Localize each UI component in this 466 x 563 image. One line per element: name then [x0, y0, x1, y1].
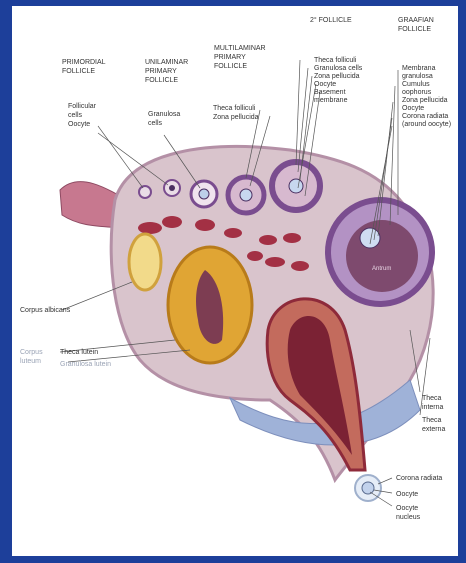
- label-secondary-item-3: Zona pellucida: [314, 73, 360, 80]
- label-zona-pellucida-multi: Zona pellucida: [213, 114, 259, 121]
- label-secondary-item-5: Basement: [314, 89, 346, 96]
- label-secondary-item-1: Theca folliculi: [314, 57, 357, 64]
- label-unilaminar-3: FOLLICLE: [145, 77, 178, 84]
- label-secondary-item-2: Granulosa cells: [314, 65, 363, 72]
- label-unilaminar-1: UNILAMINAR: [145, 59, 188, 66]
- label-granulosa-cells-2: cells: [148, 120, 163, 127]
- label-corpus-luteum-1: Corpus: [20, 349, 43, 356]
- label-graafian-item-5: Zona pellucida: [402, 97, 448, 104]
- ovulated-oocyte: [362, 482, 374, 494]
- label-theca-folliculi-multi: Theca folliculi: [213, 105, 256, 112]
- primordial-oocyte: [169, 185, 175, 191]
- label-graafian-item-6: Oocyte: [402, 105, 424, 112]
- label-corpus-albicans: Corpus albicans: [20, 307, 71, 314]
- label-graafian-item-8: (around oocyte): [402, 121, 451, 128]
- label-follicular-cells-1: Follicular: [68, 103, 97, 110]
- multilaminar-oocyte: [240, 189, 252, 201]
- label-unilaminar-2: PRIMARY: [145, 68, 177, 75]
- label-antrum: Antrum: [372, 266, 391, 272]
- label-secondary-item-6: membrane: [314, 97, 348, 104]
- label-multilaminar-1: MULTILAMINAR: [214, 45, 266, 52]
- label-primordial-2: FOLLICLE: [62, 68, 95, 75]
- label-graafian-item-1: Membrana: [402, 65, 436, 72]
- corpus-albicans: [129, 234, 161, 290]
- label-primordial-1: PRIMORDIAL: [62, 59, 106, 66]
- label-graafian-item-7: Corona radiata: [402, 113, 448, 120]
- label-theca-lutein: Theca lutein: [60, 349, 98, 356]
- graafian-antrum: [346, 220, 418, 292]
- label-secondary: 2° FOLLICLE: [310, 16, 352, 24]
- label-graafian-item-3: Cumulus: [402, 81, 430, 88]
- label-oocyte-primordial: Oocyte: [68, 121, 90, 128]
- label-secondary-item-4: Oocyte: [314, 81, 336, 88]
- label-graafian-1: GRAAFIAN: [398, 17, 434, 24]
- secondary-oocyte: [289, 179, 303, 193]
- label-oocyte-nucleus-2: nucleus: [396, 514, 421, 521]
- label-theca-interna-1: Theca: [422, 395, 442, 402]
- label-theca-externa-2: externa: [422, 426, 445, 433]
- graafian-oocyte: [360, 228, 380, 248]
- label-follicular-cells-2: cells: [68, 112, 83, 119]
- label-granulosa-lutein: Granulosa lutein: [60, 361, 111, 368]
- label-corona-radiata-ovulated: Corona radiata: [396, 475, 442, 482]
- label-theca-interna-2: interna: [422, 404, 444, 411]
- primordial-follicle: [139, 186, 151, 198]
- label-graafian-2: FOLLICLE: [398, 26, 431, 33]
- label-granulosa-cells-1: Granulosa: [148, 111, 180, 118]
- label-corpus-luteum-2: luteum: [20, 358, 41, 365]
- unilaminar-oocyte: [199, 189, 209, 199]
- label-graafian-item-2: granulosa: [402, 73, 433, 80]
- label-graafian-item-4: oophorus: [402, 89, 432, 96]
- label-oocyte-ovulated: Oocyte: [396, 491, 418, 498]
- label-theca-externa-1: Theca: [422, 417, 442, 424]
- label-oocyte-nucleus-1: Oocyte: [396, 505, 418, 512]
- label-multilaminar-2: PRIMARY: [214, 54, 246, 61]
- label-multilaminar-3: FOLLICLE: [214, 63, 247, 70]
